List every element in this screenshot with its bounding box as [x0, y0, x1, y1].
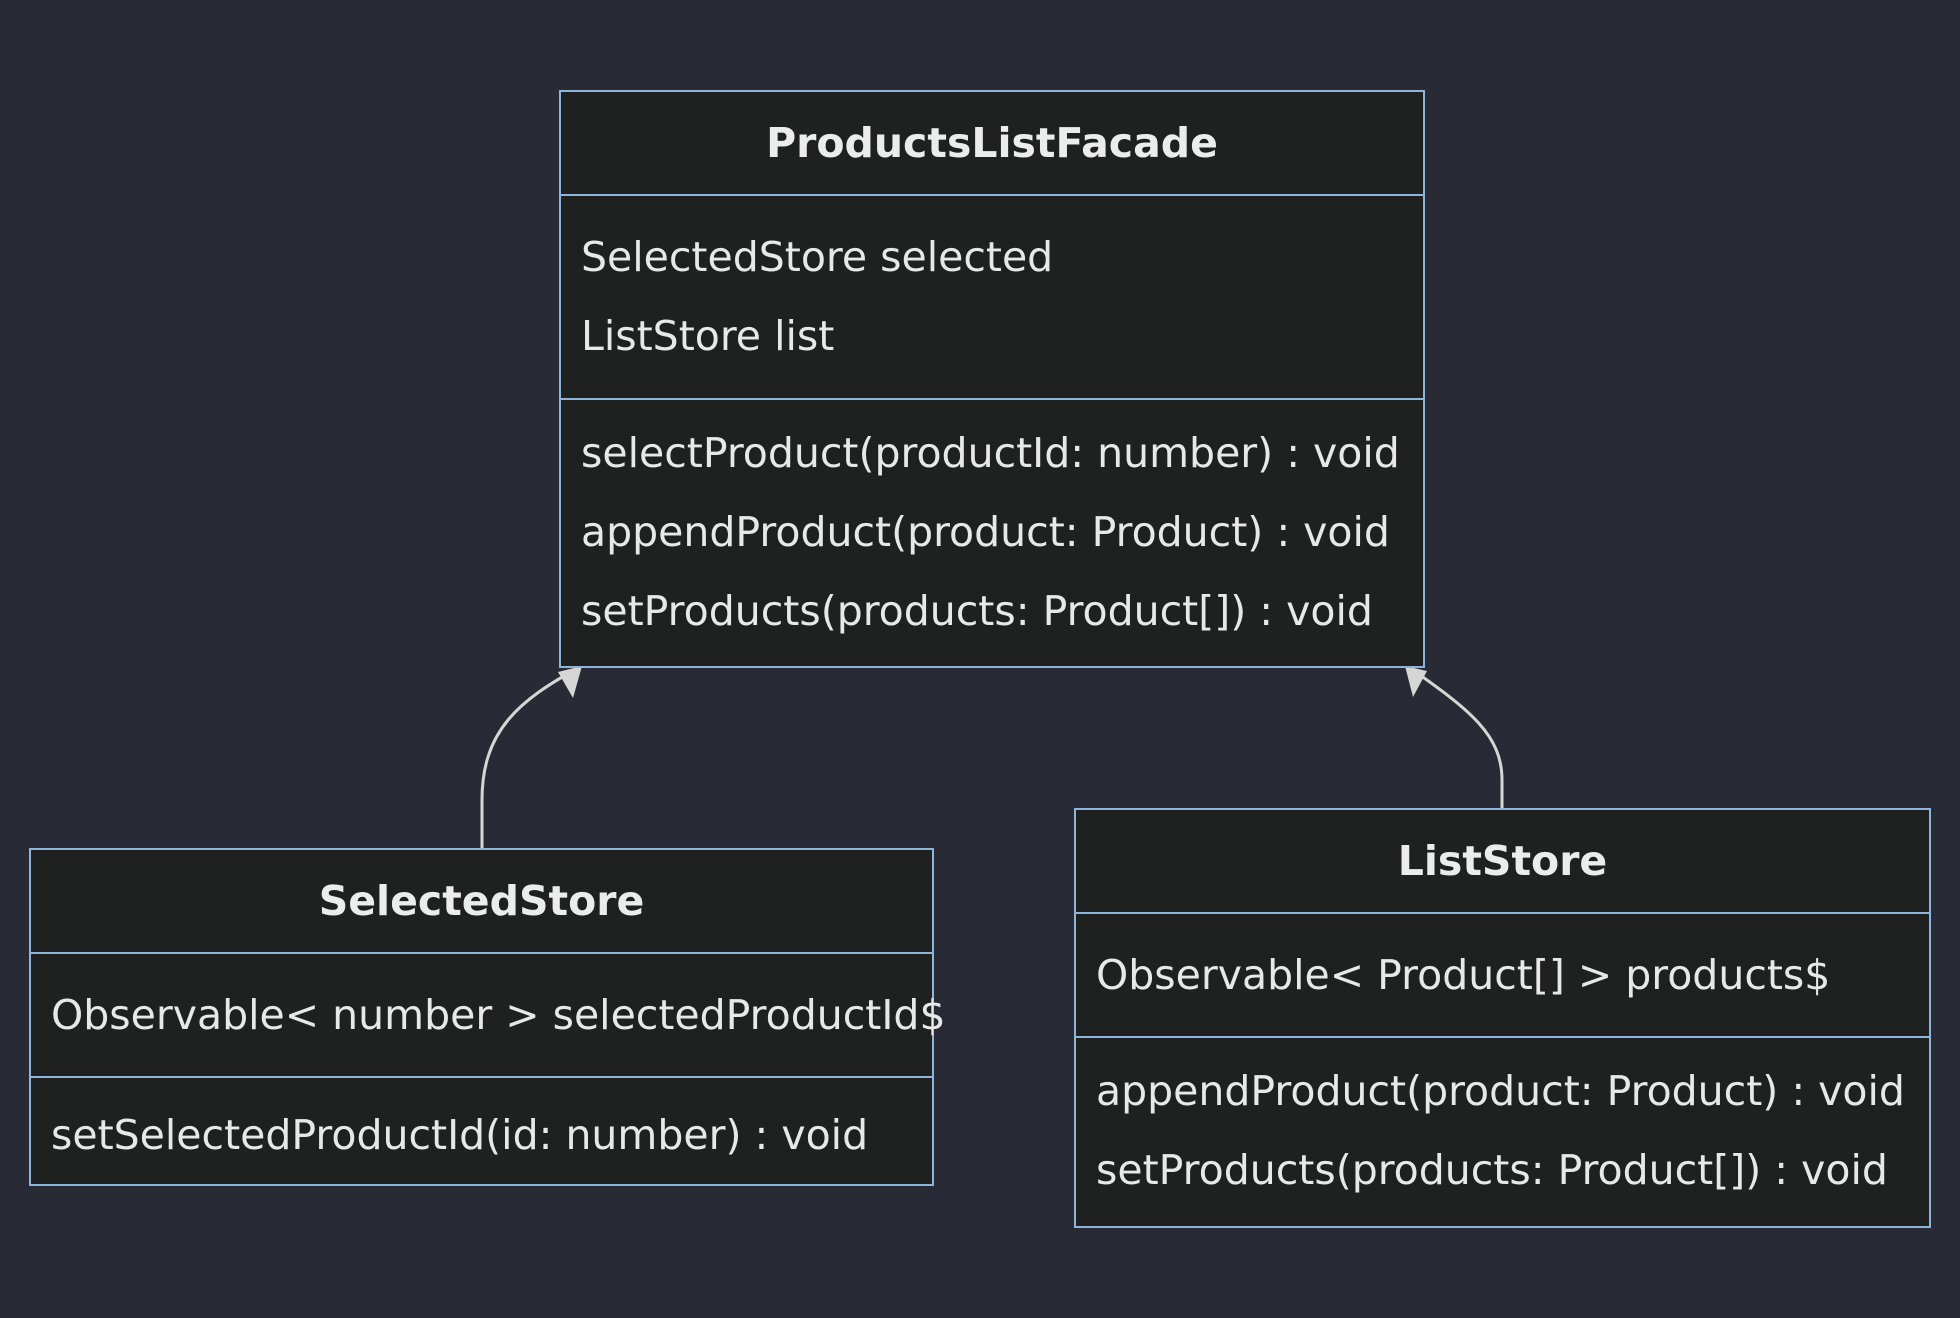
method: setSelectedProductId(id: number) : void — [51, 1111, 869, 1159]
method: appendProduct(product: Product) : void — [581, 508, 1390, 556]
class-title: SelectedStore — [31, 850, 932, 954]
arrowhead-selectedstore-edge — [558, 666, 582, 698]
attribute: Observable< Product[] > products$ — [1096, 951, 1831, 999]
attribute: Observable< number > selectedProductId$ — [51, 991, 946, 1039]
class-productslistfacade: ProductsListFacade SelectedStore selecte… — [559, 90, 1425, 668]
attribute: SelectedStore selected — [581, 233, 1054, 281]
edge-liststore-to-facade — [1409, 666, 1504, 808]
methods-section: setSelectedProductId(id: number) : void — [31, 1078, 932, 1175]
class-title: ListStore — [1076, 810, 1929, 914]
class-selectedstore: SelectedStore Observable< number > selec… — [29, 848, 946, 1186]
methods-section: appendProduct(product: Product) : void s… — [1076, 1038, 1929, 1210]
method: selectProduct(productId: number) : void — [581, 429, 1400, 477]
attribute: ListStore list — [581, 312, 835, 360]
method: setProducts(products: Product[]) : void — [1096, 1146, 1888, 1194]
attributes-section: SelectedStore selected ListStore list — [561, 196, 1423, 400]
methods-section: selectProduct(productId: number) : void … — [561, 400, 1423, 651]
arrowhead-liststore-edge — [1405, 666, 1427, 697]
class-liststore: ListStore Observable< Product[] > produc… — [1074, 808, 1931, 1228]
class-title: ProductsListFacade — [561, 92, 1423, 196]
attributes-section: Observable< number > selectedProductId$ — [31, 954, 946, 1078]
attributes-section: Observable< Product[] > products$ — [1076, 914, 1929, 1038]
edge-selectedstore-to-facade — [480, 666, 579, 850]
method: setProducts(products: Product[]) : void — [581, 587, 1373, 635]
method: appendProduct(product: Product) : void — [1096, 1067, 1905, 1115]
